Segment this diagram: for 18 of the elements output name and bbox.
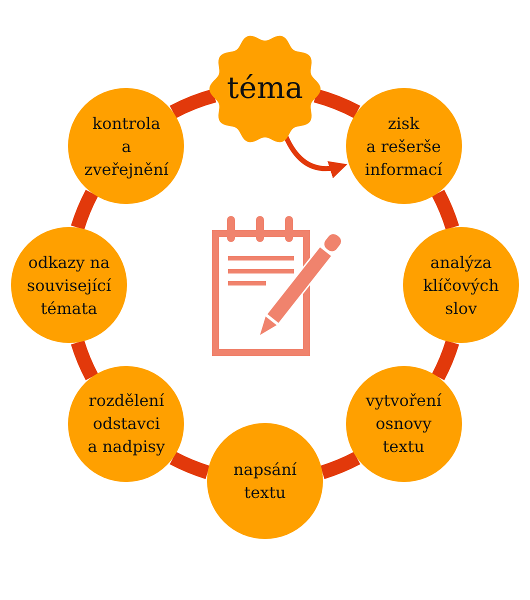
step-label: vytvoření osnovy textu (366, 390, 442, 458)
step-label: analýza klíčových slov (423, 252, 499, 320)
step-label: kontrola a zveřejnění (84, 112, 169, 181)
ring-segment (432, 190, 460, 230)
topic-badge (209, 33, 321, 145)
ring-segment (320, 452, 360, 480)
step-label: odkazy na související témata (26, 252, 112, 320)
ring-segment (70, 340, 98, 380)
curved-arrow (284, 136, 348, 178)
ring-segment (70, 190, 98, 230)
step-label: rozdělení odstavci a nadpisy (88, 390, 166, 458)
ring-segment (314, 88, 360, 118)
ring-segment (170, 88, 216, 118)
topic-label: téma (226, 72, 304, 106)
ring-segment (170, 452, 210, 480)
step-label: napsání textu (233, 459, 297, 504)
ring-segment (432, 340, 460, 380)
step-label: zisk a rešerše informací (364, 112, 442, 181)
